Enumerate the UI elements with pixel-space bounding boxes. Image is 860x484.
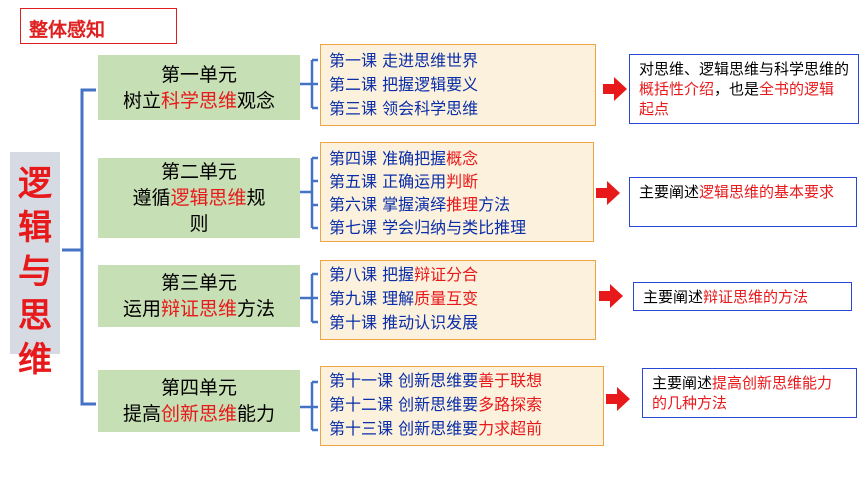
section-title: 整体感知 (29, 19, 106, 41)
summary-box-4: 主要阐述提高创新思维能力的几种方法 (642, 368, 857, 418)
unit2-bracket (300, 156, 318, 230)
lessons-box-1: 第一课 走进思维世界 第二课 把握逻辑要义 第三课 领会科学思维 (320, 44, 596, 126)
unit-box-3: 第三单元 运用辩证思维方法 (98, 265, 300, 327)
unit-theme: 提高创新思维能力 (122, 403, 276, 425)
summary-box-2: 主要阐述逻辑思维的基本要求 (629, 177, 857, 227)
lessons-box-4: 第十一课 创新思维要善于联想 第十二课 创新思维要多路探索 第十三课 创新思维要… (320, 366, 604, 446)
arrow-3 (599, 284, 623, 308)
lessons-box-2: 第四课 准确把握概念 第五课 正确运用判断 第六课 掌握演绎推理方法 第七课 学… (320, 142, 594, 242)
lesson-item: 第二课 把握逻辑要义 (329, 75, 479, 94)
lesson-item: 第七课 学会归纳与类比推理 (329, 218, 527, 237)
unit4-bracket (300, 380, 318, 432)
unit-name: 第二单元 (160, 161, 237, 183)
unit-box-4: 第四单元 提高创新思维能力 (98, 370, 300, 432)
section-title-box: 整体感知 (20, 8, 177, 44)
lesson-item: 第十一课 创新思维要善于联想 (329, 371, 543, 390)
unit1-bracket (300, 58, 318, 110)
lesson-item: 第十三课 创新思维要力求超前 (329, 419, 543, 438)
unit-box-2: 第二单元 遵循逻辑思维规则 (98, 158, 300, 238)
summary-box-3: 主要阐述辩证思维的方法 (633, 282, 852, 311)
lesson-item: 第三课 领会科学思维 (329, 99, 479, 118)
lesson-item: 第八课 把握辩证分合 (329, 265, 479, 284)
main-topic: 逻辑与思维 (10, 152, 60, 380)
arrow-1 (603, 77, 627, 101)
lesson-item: 第九课 理解质量互变 (329, 289, 479, 308)
unit-name: 第一单元 (160, 63, 237, 86)
lesson-item: 第五课 正确运用判断 (329, 172, 479, 191)
lesson-item: 第十课 推动认识发展 (329, 313, 479, 332)
unit-theme: 运用辩证思维方法 (122, 298, 276, 320)
summary-box-1: 对思维、逻辑思维与科学思维的概括性介绍，也是全书的逻辑起点 (629, 54, 859, 124)
lesson-item: 第一课 走进思维世界 (329, 51, 479, 70)
lesson-item: 第十二课 创新思维要多路探索 (329, 395, 543, 414)
unit-theme: 树立科学思维观念 (122, 89, 276, 112)
main-bracket (80, 88, 96, 406)
arrow-2 (596, 181, 620, 205)
lesson-item: 第六课 掌握演绎推理方法 (329, 195, 511, 214)
unit-theme: 遵循逻辑思维规则 (132, 187, 266, 235)
arrow-4 (606, 387, 630, 411)
unit-name: 第三单元 (160, 272, 237, 294)
unit3-bracket (300, 272, 318, 324)
unit-name: 第四单元 (160, 377, 237, 399)
main-topic-label: 逻辑与思维 (18, 164, 52, 380)
unit-box-1: 第一单元 树立科学思维观念 (98, 55, 300, 120)
lesson-item: 第四课 准确把握概念 (329, 149, 479, 168)
lessons-box-3: 第八课 把握辩证分合 第九课 理解质量互变 第十课 推动认识发展 (320, 260, 596, 340)
